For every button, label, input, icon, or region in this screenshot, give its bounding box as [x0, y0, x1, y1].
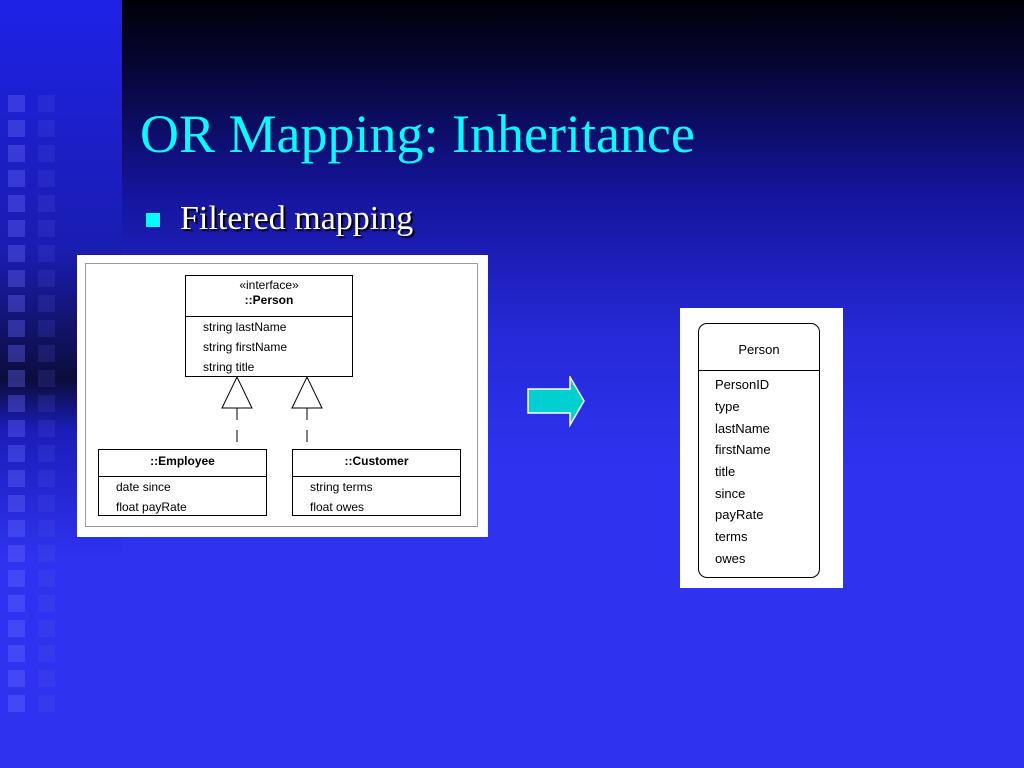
decorative-square [38, 245, 55, 262]
decorative-square [8, 495, 25, 512]
decorative-square [8, 395, 25, 412]
table-column: type [715, 399, 740, 414]
decorative-square [8, 95, 25, 112]
decorative-square [38, 520, 55, 537]
decorative-square [8, 295, 25, 312]
employee-class-name: ::Employee [150, 454, 215, 468]
person-stereotype: «interface» [239, 278, 299, 292]
person-attribute: string lastName [203, 320, 287, 334]
decorative-square [8, 120, 25, 137]
person-table-panel: Person PersonID type lastName firstName … [680, 308, 843, 588]
decorative-square [8, 670, 25, 687]
table-column: PersonID [715, 377, 770, 392]
customer-class-box: ::Customer string terms float owes [292, 449, 461, 516]
customer-class-name: ::Customer [344, 454, 409, 468]
decorative-square [38, 170, 55, 187]
realization-arrows [221, 375, 323, 449]
decorative-square [8, 345, 25, 362]
decorative-square [38, 470, 55, 487]
decorative-square [8, 570, 25, 587]
diagram-frame [85, 263, 478, 527]
person-separator [186, 316, 352, 317]
decorative-square [8, 270, 25, 287]
uml-class-diagram: «interface» ::Person string lastName str… [77, 255, 488, 537]
decorative-square [8, 245, 25, 262]
decorative-square [38, 270, 55, 287]
person-table-entity: Person PersonID type lastName firstName … [698, 323, 820, 578]
customer-attribute: string terms [310, 480, 373, 494]
decorative-square [38, 545, 55, 562]
decorative-square [8, 695, 25, 712]
square-bullet-icon [146, 213, 160, 227]
decorative-square [38, 695, 55, 712]
decorative-square [8, 445, 25, 462]
person-class-name: ::Person [244, 293, 294, 307]
decorative-square [8, 370, 25, 387]
decorative-square [8, 545, 25, 562]
decorative-square [38, 220, 55, 237]
decorative-square [38, 620, 55, 637]
table-column: lastName [715, 421, 770, 436]
decorative-square [8, 470, 25, 487]
decorative-square [8, 595, 25, 612]
decorative-square [38, 570, 55, 587]
decorative-square [38, 320, 55, 337]
decorative-square [38, 420, 55, 437]
person-attribute: string firstName [203, 340, 288, 354]
customer-realization-arrow [291, 375, 323, 449]
table-column: payRate [715, 507, 764, 522]
decorative-square [8, 170, 25, 187]
decorative-square [38, 645, 55, 662]
decorative-square [38, 395, 55, 412]
decorative-square [38, 295, 55, 312]
employee-attribute: date since [116, 480, 171, 494]
employee-class-box: ::Employee date since float payRate [98, 449, 267, 516]
person-attribute: string title [203, 360, 255, 374]
decorative-square [38, 95, 55, 112]
table-separator [699, 370, 819, 371]
decorative-square [38, 120, 55, 137]
table-column: firstName [715, 442, 771, 457]
employee-realization-arrow [221, 375, 253, 449]
decorative-square [38, 670, 55, 687]
decorative-square [38, 195, 55, 212]
person-class-box: «interface» ::Person string lastName str… [185, 275, 353, 377]
table-name: Person [738, 342, 780, 357]
table-column: owes [715, 551, 746, 566]
decorative-square [38, 495, 55, 512]
decorative-square [38, 345, 55, 362]
customer-attribute: float owes [310, 500, 365, 514]
decorative-square [8, 220, 25, 237]
slide-title: OR Mapping: Inheritance [140, 104, 695, 164]
customer-separator [293, 476, 460, 477]
right-arrow-icon [527, 376, 585, 428]
decorative-square [8, 320, 25, 337]
decorative-square [38, 445, 55, 462]
employee-attribute: float payRate [116, 500, 187, 514]
employee-separator [99, 476, 266, 477]
decorative-square [8, 620, 25, 637]
decorative-squares [0, 95, 122, 735]
bullet-text: Filtered mapping [180, 200, 414, 237]
table-column: since [715, 486, 746, 501]
decorative-square [38, 595, 55, 612]
table-column: terms [715, 529, 748, 544]
decorative-square [8, 195, 25, 212]
decorative-square [8, 645, 25, 662]
decorative-square [38, 370, 55, 387]
decorative-square [8, 145, 25, 162]
table-column: title [715, 464, 736, 479]
decorative-square [38, 145, 55, 162]
decorative-square [8, 520, 25, 537]
decorative-square [8, 420, 25, 437]
